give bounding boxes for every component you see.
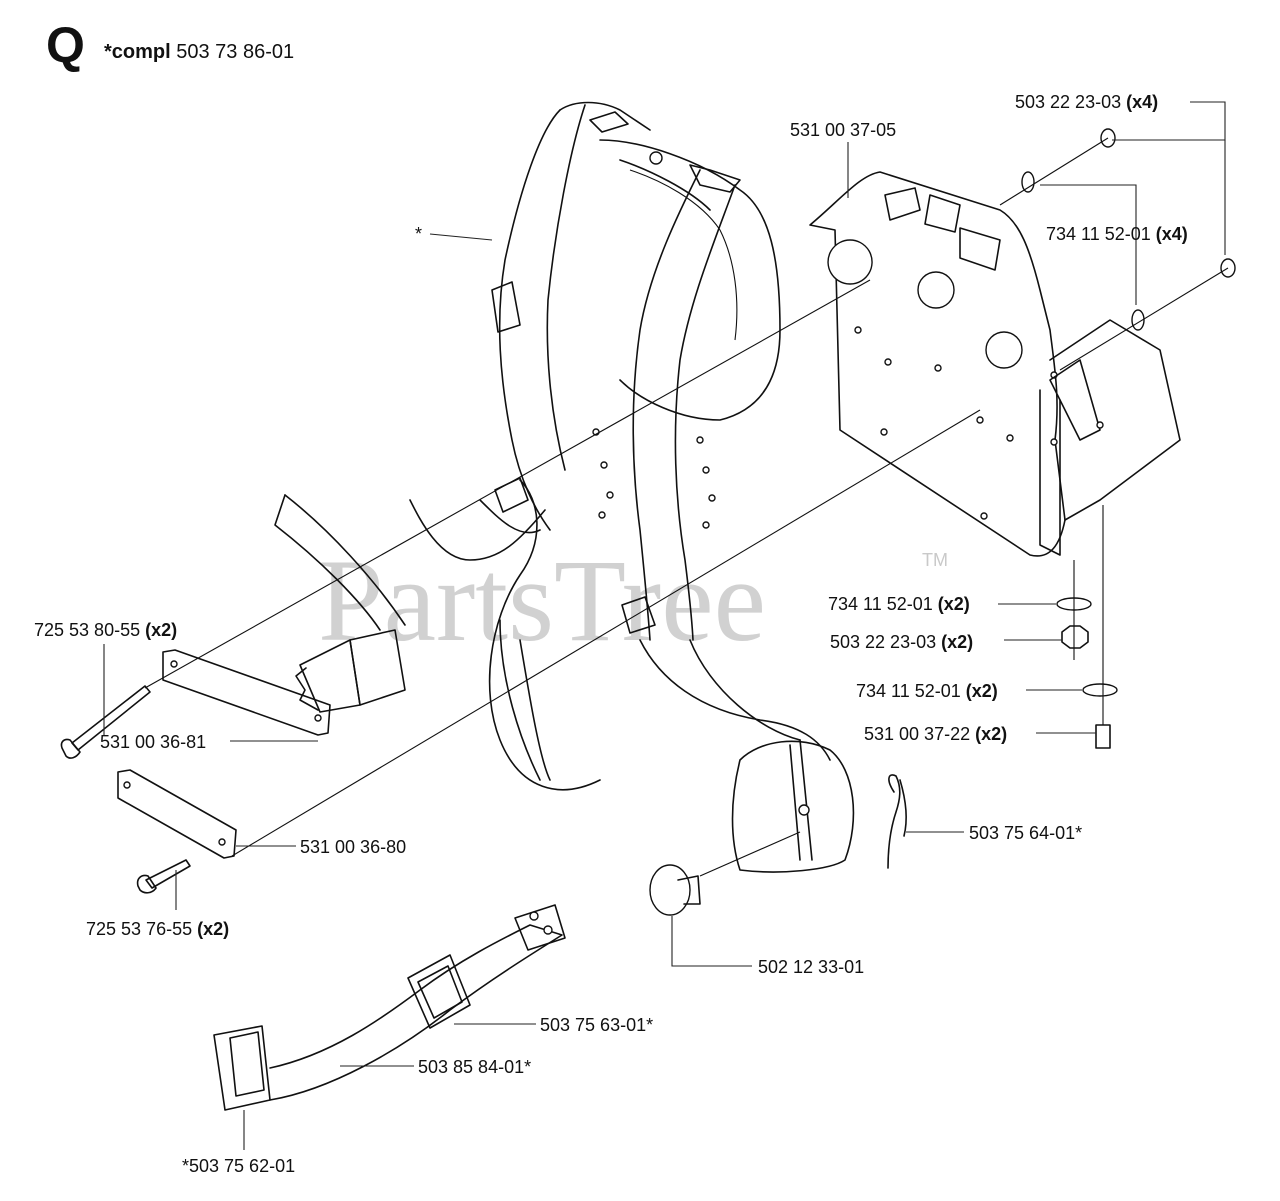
- section-letter: Q: [46, 17, 85, 73]
- compl-number: 503 73 86-01: [176, 41, 294, 63]
- fasteners-side: [1056, 505, 1118, 749]
- assembly-title: *compl 503 73 86-01: [104, 41, 294, 63]
- hip-belt: [213, 904, 566, 1111]
- compl-prefix: *compl: [104, 41, 171, 63]
- label-screw-low: 531 00 37-22 (x2): [864, 724, 1007, 744]
- r-clip-pin: [887, 774, 907, 869]
- upper-bar: [162, 649, 331, 736]
- label-bolt-upper: 725 53 80-55 (x2): [34, 620, 177, 640]
- label-buckle-female: *503 75 62-01: [182, 1156, 295, 1176]
- label-bar-upper: 531 00 36-81: [100, 732, 206, 752]
- leader-lines: [103, 101, 1226, 1150]
- label-bolt-lower: 725 53 76-55 (x2): [86, 919, 229, 939]
- lower-bolt: [136, 859, 191, 894]
- lower-bar: [117, 769, 237, 859]
- upper-bolt: [60, 685, 151, 759]
- back-plate: [809, 171, 1181, 557]
- label-nut-top: 503 22 23-03 (x4): [1015, 92, 1158, 112]
- label-bar-lower: 531 00 36-80: [300, 837, 406, 857]
- label-washer-mid: 734 11 52-01 (x2): [828, 594, 970, 614]
- label-washer-top: 734 11 52-01 (x4): [1046, 224, 1188, 244]
- watermark-tm: TM: [922, 550, 948, 570]
- backpack-harness: [274, 101, 855, 873]
- label-nut-mid: 503 22 23-03 (x2): [830, 632, 973, 652]
- fasteners-top: [999, 128, 1236, 371]
- label-belt: 503 85 84-01*: [418, 1057, 531, 1077]
- watermark-text: PartsTree: [318, 535, 766, 666]
- knob: [649, 864, 701, 916]
- label-plate: 531 00 37-05: [790, 120, 896, 140]
- label-washer-low: 734 11 52-01 (x2): [856, 681, 998, 701]
- label-buckle-slide: 503 75 63-01*: [540, 1015, 653, 1035]
- label-pin: 503 75 64-01*: [969, 823, 1082, 843]
- label-knob: 502 12 33-01: [758, 957, 864, 977]
- label-harness: *: [415, 224, 422, 244]
